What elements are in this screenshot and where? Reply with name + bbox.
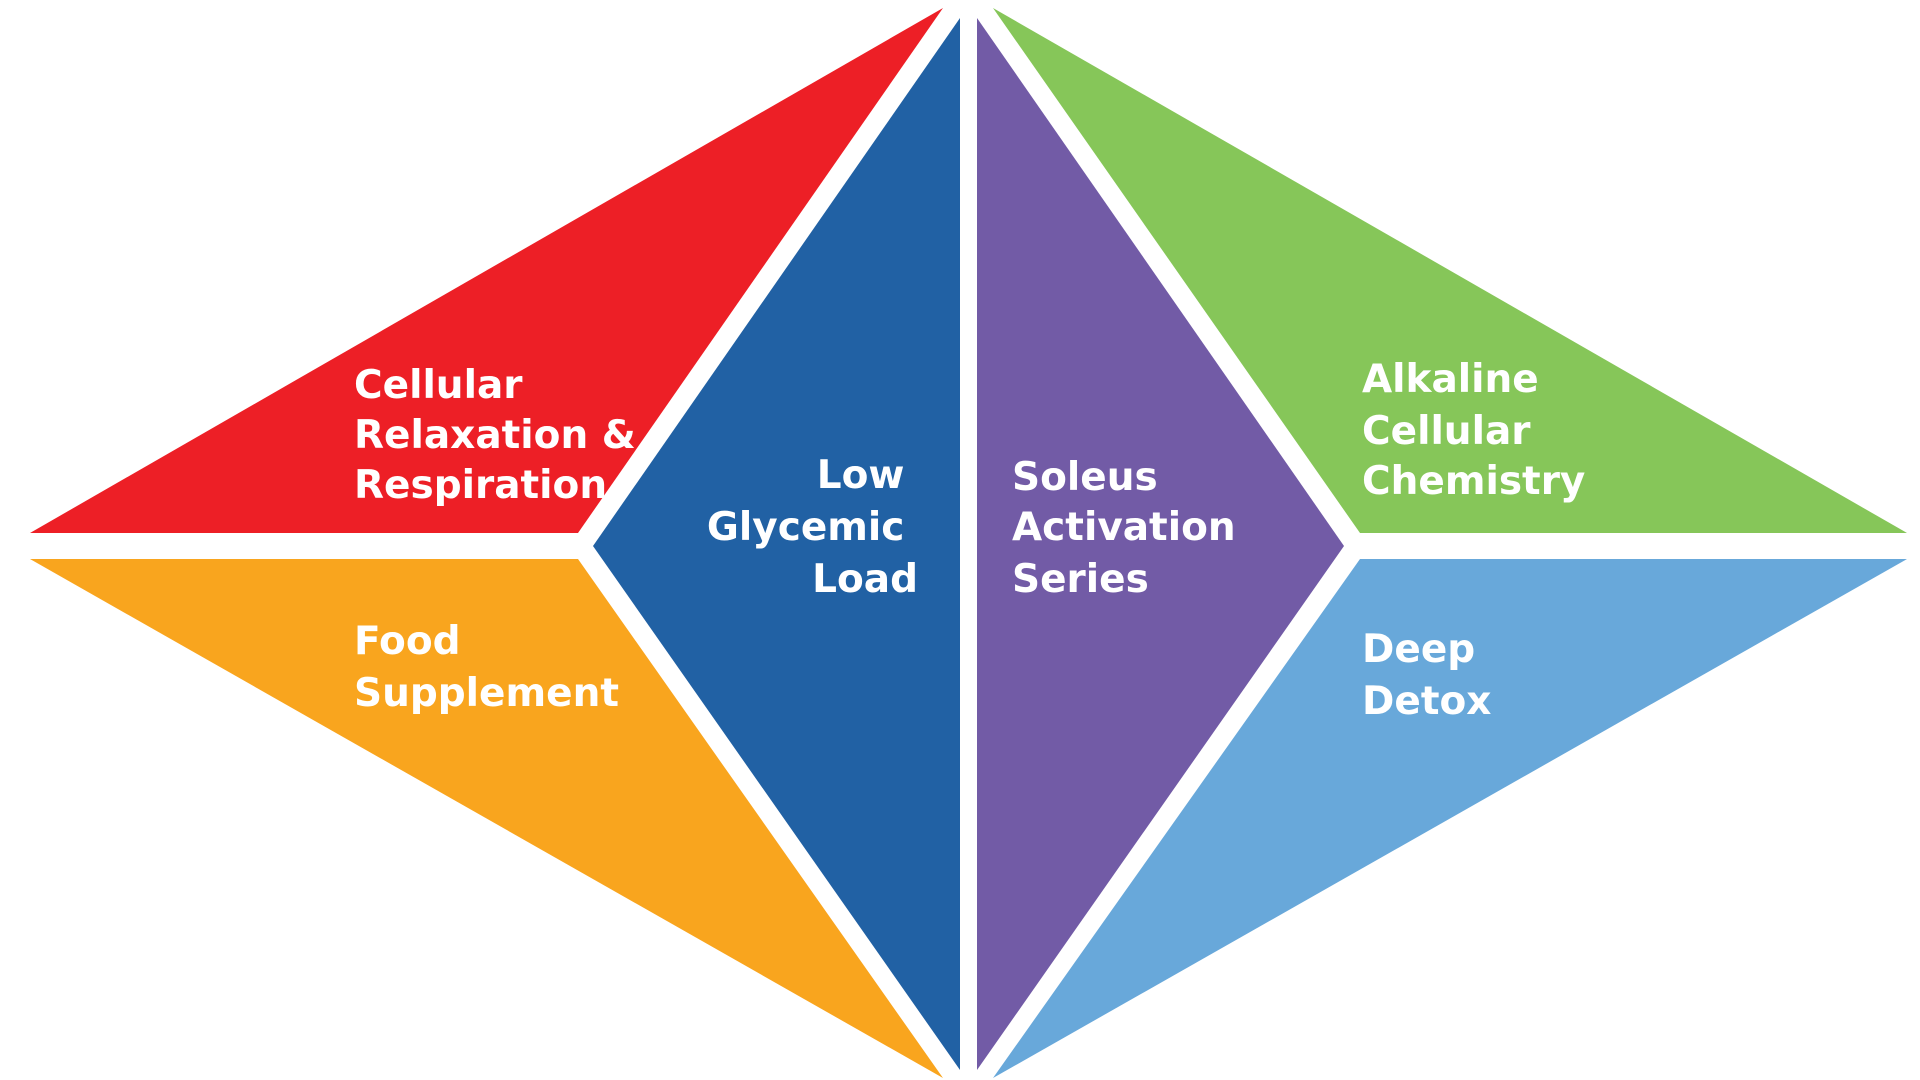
segment-alkaline-chemistry-label: Alkaline Cellular Chemistry: [1362, 357, 1585, 504]
segment-food-supplement: Food Supplement: [30, 559, 943, 1078]
segment-deep-detox-shape: [993, 559, 1907, 1078]
segment-soleus-activation-shape: [977, 18, 1344, 1070]
segment-deep-detox: Deep Detox: [993, 559, 1907, 1078]
segment-deep-detox-label: Deep Detox: [1362, 627, 1491, 724]
segment-low-glycemic-load: Low Glycemic Load: [593, 18, 960, 1070]
segment-soleus-activation-label: Soleus Activation Series: [1012, 455, 1249, 602]
segment-cellular-relaxation: Cellular Relaxation & Respiration: [30, 8, 943, 533]
segment-cellular-relaxation-shape: [30, 8, 943, 533]
segment-low-glycemic-load-label: Low Glycemic Load: [707, 453, 918, 602]
segment-low-glycemic-load-shape: [593, 18, 960, 1070]
segment-alkaline-chemistry: Alkaline Cellular Chemistry: [993, 8, 1907, 533]
segment-food-supplement-label: Food Supplement: [354, 619, 619, 716]
segment-alkaline-chemistry-shape: [993, 8, 1907, 533]
segment-cellular-relaxation-label: Cellular Relaxation & Respiration: [354, 363, 649, 508]
segment-soleus-activation: Soleus Activation Series: [977, 18, 1344, 1070]
segment-food-supplement-shape: [30, 559, 943, 1078]
